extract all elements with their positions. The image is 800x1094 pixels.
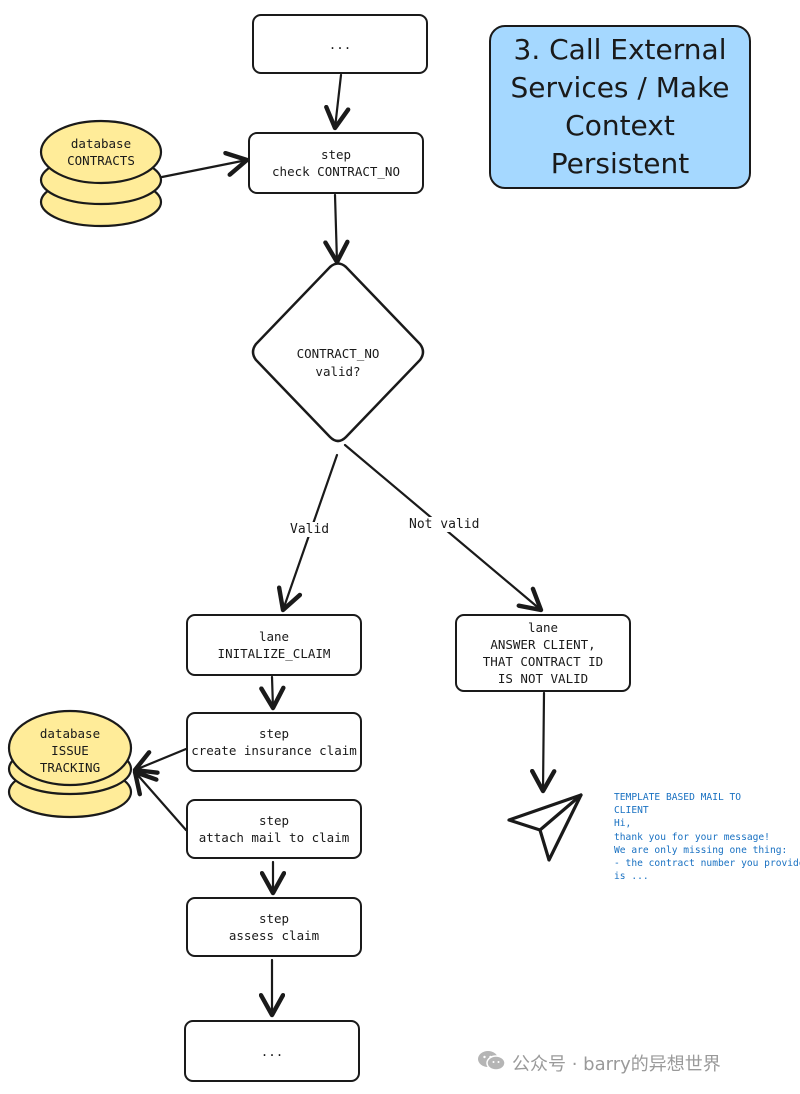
database-contracts-icon	[39, 119, 163, 228]
node-label: step	[258, 813, 290, 828]
node-label: step	[320, 147, 352, 162]
node-label: ...	[328, 36, 352, 52]
arrow-check-to-decision	[323, 193, 350, 265]
node-assess-claim[interactable]: step assess claim	[186, 897, 362, 957]
db-label-line: database	[70, 136, 132, 151]
node-label: INITALIZE_CLAIM	[217, 646, 331, 661]
decision-label[interactable]: CONTRACT_NO valid?	[268, 345, 408, 381]
node-top-ellipsis[interactable]: ...	[252, 14, 428, 74]
node-create-claim[interactable]: step create insurance claim	[186, 712, 362, 772]
decision-text: valid?	[315, 364, 361, 379]
node-label: lane	[258, 629, 290, 644]
db-label-line: TRACKING	[39, 760, 101, 775]
mail-line: - the contract number you provided	[614, 858, 800, 870]
section-title: 3. Call External Services / Make Context…	[489, 25, 751, 189]
mail-line: We are only missing one thing:	[614, 844, 788, 856]
database-contracts-label: database CONTRACTS	[51, 135, 151, 169]
node-label: check CONTRACT_NO	[272, 164, 400, 179]
database-issue-tracking-label: database ISSUE TRACKING	[20, 725, 120, 776]
node-label: lane	[527, 620, 559, 635]
node-label: ...	[260, 1043, 284, 1059]
decision-text: CONTRACT_NO	[296, 346, 380, 361]
title-line: Persistent	[550, 147, 690, 180]
node-lane-answer-client[interactable]: lane ANSWER CLIENT, THAT CONTRACT ID IS …	[455, 614, 631, 692]
db-label-line: CONTRACTS	[67, 153, 135, 168]
database-issue-tracking-icon	[7, 709, 133, 819]
node-label: IS NOT VALID	[497, 671, 589, 686]
arrow-db-to-check	[160, 150, 250, 179]
watermark-text: 公众号 · barry的异想世界	[512, 1054, 721, 1075]
mail-line: Hi,	[614, 818, 632, 830]
mail-line: thank you for your message!	[614, 831, 770, 843]
title-line: Services / Make	[510, 71, 730, 104]
db-label-line: database	[39, 726, 101, 741]
node-label: attach mail to claim	[198, 830, 350, 845]
edge-label-valid: Valid	[287, 522, 333, 537]
node-bottom-ellipsis[interactable]: ...	[184, 1020, 360, 1082]
arrow-top-to-check	[324, 73, 351, 131]
arrow-attach-to-db	[132, 769, 188, 832]
node-label: step	[258, 911, 290, 926]
node-label: THAT CONTRACT ID	[482, 654, 604, 669]
node-label: assess claim	[228, 928, 320, 943]
edge-label-not-valid: Not valid	[406, 517, 483, 532]
mail-template-text: TEMPLATE BASED MAIL TO CLIENT Hi, thank …	[614, 791, 800, 883]
title-line: Context	[565, 109, 675, 142]
wechat-icon	[478, 1051, 506, 1071]
mail-line: CLIENT	[614, 805, 649, 817]
node-lane-initialize-claim[interactable]: lane INITALIZE_CLAIM	[186, 614, 362, 676]
decision-diamond	[251, 262, 425, 443]
node-attach-mail[interactable]: step attach mail to claim	[186, 799, 362, 859]
arrow-create-to-db	[132, 747, 188, 775]
title-line: 3. Call External	[513, 33, 727, 66]
db-label-line: ISSUE	[51, 743, 89, 758]
arrow-answer-to-mail	[530, 691, 557, 794]
node-check-contract[interactable]: step check CONTRACT_NO	[248, 132, 424, 194]
node-label: create insurance claim	[191, 743, 357, 758]
node-label: step	[258, 726, 290, 741]
node-label: ANSWER CLIENT,	[490, 637, 596, 652]
mail-line: is ...	[614, 871, 649, 883]
arrow-initialize-to-create	[259, 675, 286, 711]
paper-plane-icon	[507, 793, 583, 862]
mail-line: TEMPLATE BASED MAIL TO	[614, 792, 742, 803]
